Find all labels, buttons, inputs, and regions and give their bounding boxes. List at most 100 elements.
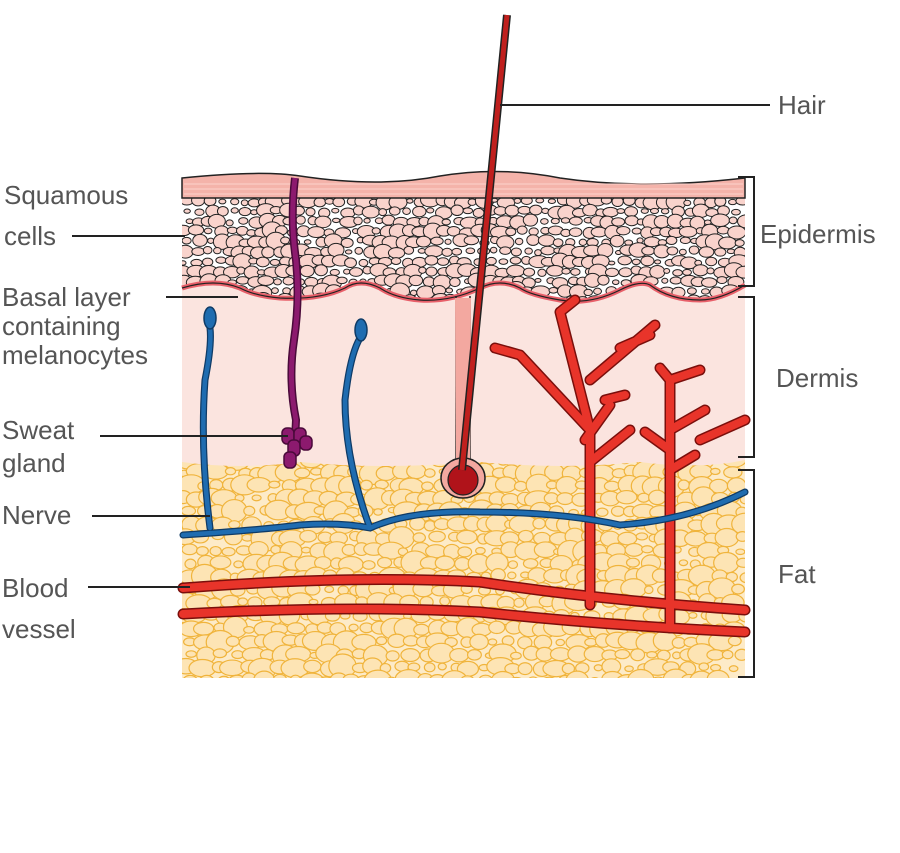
cell (686, 287, 697, 295)
cell (445, 287, 454, 294)
cell (371, 227, 381, 235)
cell (236, 225, 249, 236)
cell (593, 664, 603, 672)
cell (349, 267, 364, 277)
cell (387, 676, 396, 678)
cell (603, 480, 621, 492)
cell (424, 245, 444, 258)
label-gland: gland (2, 448, 66, 478)
cell (735, 548, 745, 556)
cell (524, 247, 533, 255)
cell (597, 274, 610, 286)
cell (535, 197, 545, 204)
cell (412, 532, 427, 543)
cell (465, 247, 476, 255)
cell (560, 217, 571, 224)
label-squamous: Squamous (4, 180, 128, 210)
cell (660, 208, 670, 215)
cell (578, 238, 588, 246)
cell (201, 257, 214, 267)
cell (413, 623, 430, 636)
cell (402, 207, 411, 215)
cell (624, 206, 639, 218)
cell (332, 196, 346, 208)
cell (487, 638, 498, 646)
cell (654, 259, 662, 265)
cell (661, 277, 669, 284)
cell (649, 207, 660, 215)
cell (224, 467, 237, 476)
cell (692, 264, 709, 277)
cell (469, 633, 489, 651)
cell (511, 676, 522, 678)
cell (241, 672, 257, 678)
cell (700, 277, 718, 288)
cell (718, 236, 737, 250)
cell (672, 269, 683, 277)
cell (390, 257, 402, 265)
cell (540, 245, 556, 256)
cell (408, 274, 424, 287)
cell (425, 266, 438, 277)
cell (226, 226, 238, 235)
cell (299, 529, 318, 543)
cell (679, 236, 691, 245)
cell (671, 636, 686, 649)
nerve (179, 306, 749, 539)
cell (303, 239, 312, 245)
cell (548, 287, 559, 294)
cell (436, 257, 450, 266)
cell (561, 662, 576, 675)
cell (388, 206, 401, 216)
cell (348, 623, 359, 632)
cell (646, 651, 658, 659)
cell (728, 216, 738, 225)
cell (183, 208, 191, 214)
cell (630, 648, 646, 662)
cell (663, 268, 671, 274)
cell (716, 276, 728, 285)
cell (513, 480, 528, 492)
cell (202, 245, 213, 255)
cell (648, 489, 667, 506)
cell (426, 207, 435, 214)
cell (331, 207, 340, 214)
cell (637, 492, 651, 503)
cell (182, 543, 198, 556)
cell (509, 651, 522, 660)
cell (430, 236, 444, 246)
cell (303, 659, 322, 674)
cell (516, 225, 528, 235)
cell (199, 674, 214, 678)
cell (466, 648, 482, 661)
cell (307, 226, 326, 238)
cell (735, 531, 745, 542)
cell (406, 198, 414, 204)
cell (373, 508, 383, 516)
cell (522, 267, 536, 277)
cell (441, 670, 468, 678)
cell (635, 532, 649, 541)
cell (618, 267, 633, 278)
hair (440, 14, 511, 499)
cell (602, 206, 619, 218)
cell (378, 208, 388, 217)
cell (354, 246, 364, 255)
cell (504, 204, 520, 217)
cell (255, 256, 270, 268)
cell (243, 505, 256, 517)
label-fat: Fat (778, 559, 816, 589)
cell (517, 529, 534, 543)
cell (227, 520, 241, 530)
cell (253, 670, 276, 678)
cell (734, 239, 745, 247)
cell (209, 545, 222, 557)
cell (344, 249, 353, 255)
cell (238, 206, 252, 217)
cell (377, 556, 393, 569)
cell (513, 597, 525, 608)
cell (385, 650, 400, 662)
cell (451, 247, 463, 256)
cell (344, 257, 357, 269)
cell (528, 676, 538, 678)
